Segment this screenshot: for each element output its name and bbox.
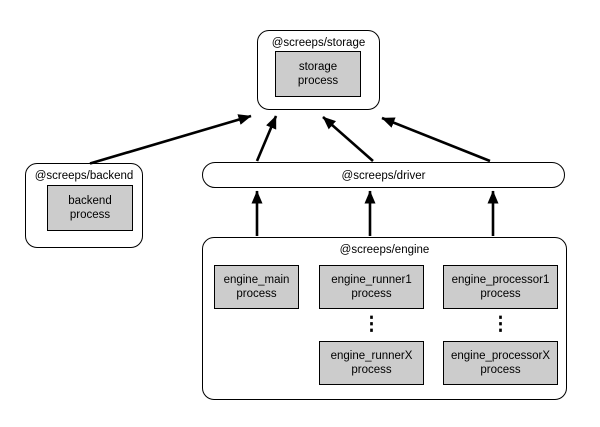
node-title-backend: @screeps/backend (34, 170, 134, 182)
node-title-engine: @screeps/engine (339, 244, 430, 256)
ellipsis-processor-column: ⋮ (491, 314, 510, 335)
process-box-backend: backend process (47, 185, 133, 231)
process-box-engine-processorX: engine_processorX process (443, 341, 558, 385)
node-screeps-backend: @screeps/backend backend process (25, 163, 143, 248)
ellipsis-runner-column: ⋮ (362, 314, 381, 335)
arrow-driver-to-storage-1 (255, 115, 278, 162)
arrow-backend-to-storage (89, 114, 252, 165)
node-screeps-driver: @screeps/driver (202, 162, 565, 188)
process-box-engine-main: engine_main process (214, 265, 299, 309)
process-box-storage: storage process (275, 51, 361, 97)
node-screeps-storage: @screeps/storage storage process (257, 30, 380, 110)
process-box-engine-runnerX: engine_runnerX process (319, 341, 424, 385)
node-title-storage: @screeps/storage (271, 37, 366, 49)
node-screeps-engine: @screeps/engine engine_main process engi… (202, 237, 567, 400)
arrow-driver-to-storage-2 (322, 116, 374, 162)
process-box-engine-processor1: engine_processor1 process (443, 265, 558, 309)
process-box-engine-runner1: engine_runner1 process (319, 265, 424, 309)
arrow-driver-to-storage-3 (381, 116, 491, 163)
node-title-driver: @screeps/driver (341, 169, 426, 182)
